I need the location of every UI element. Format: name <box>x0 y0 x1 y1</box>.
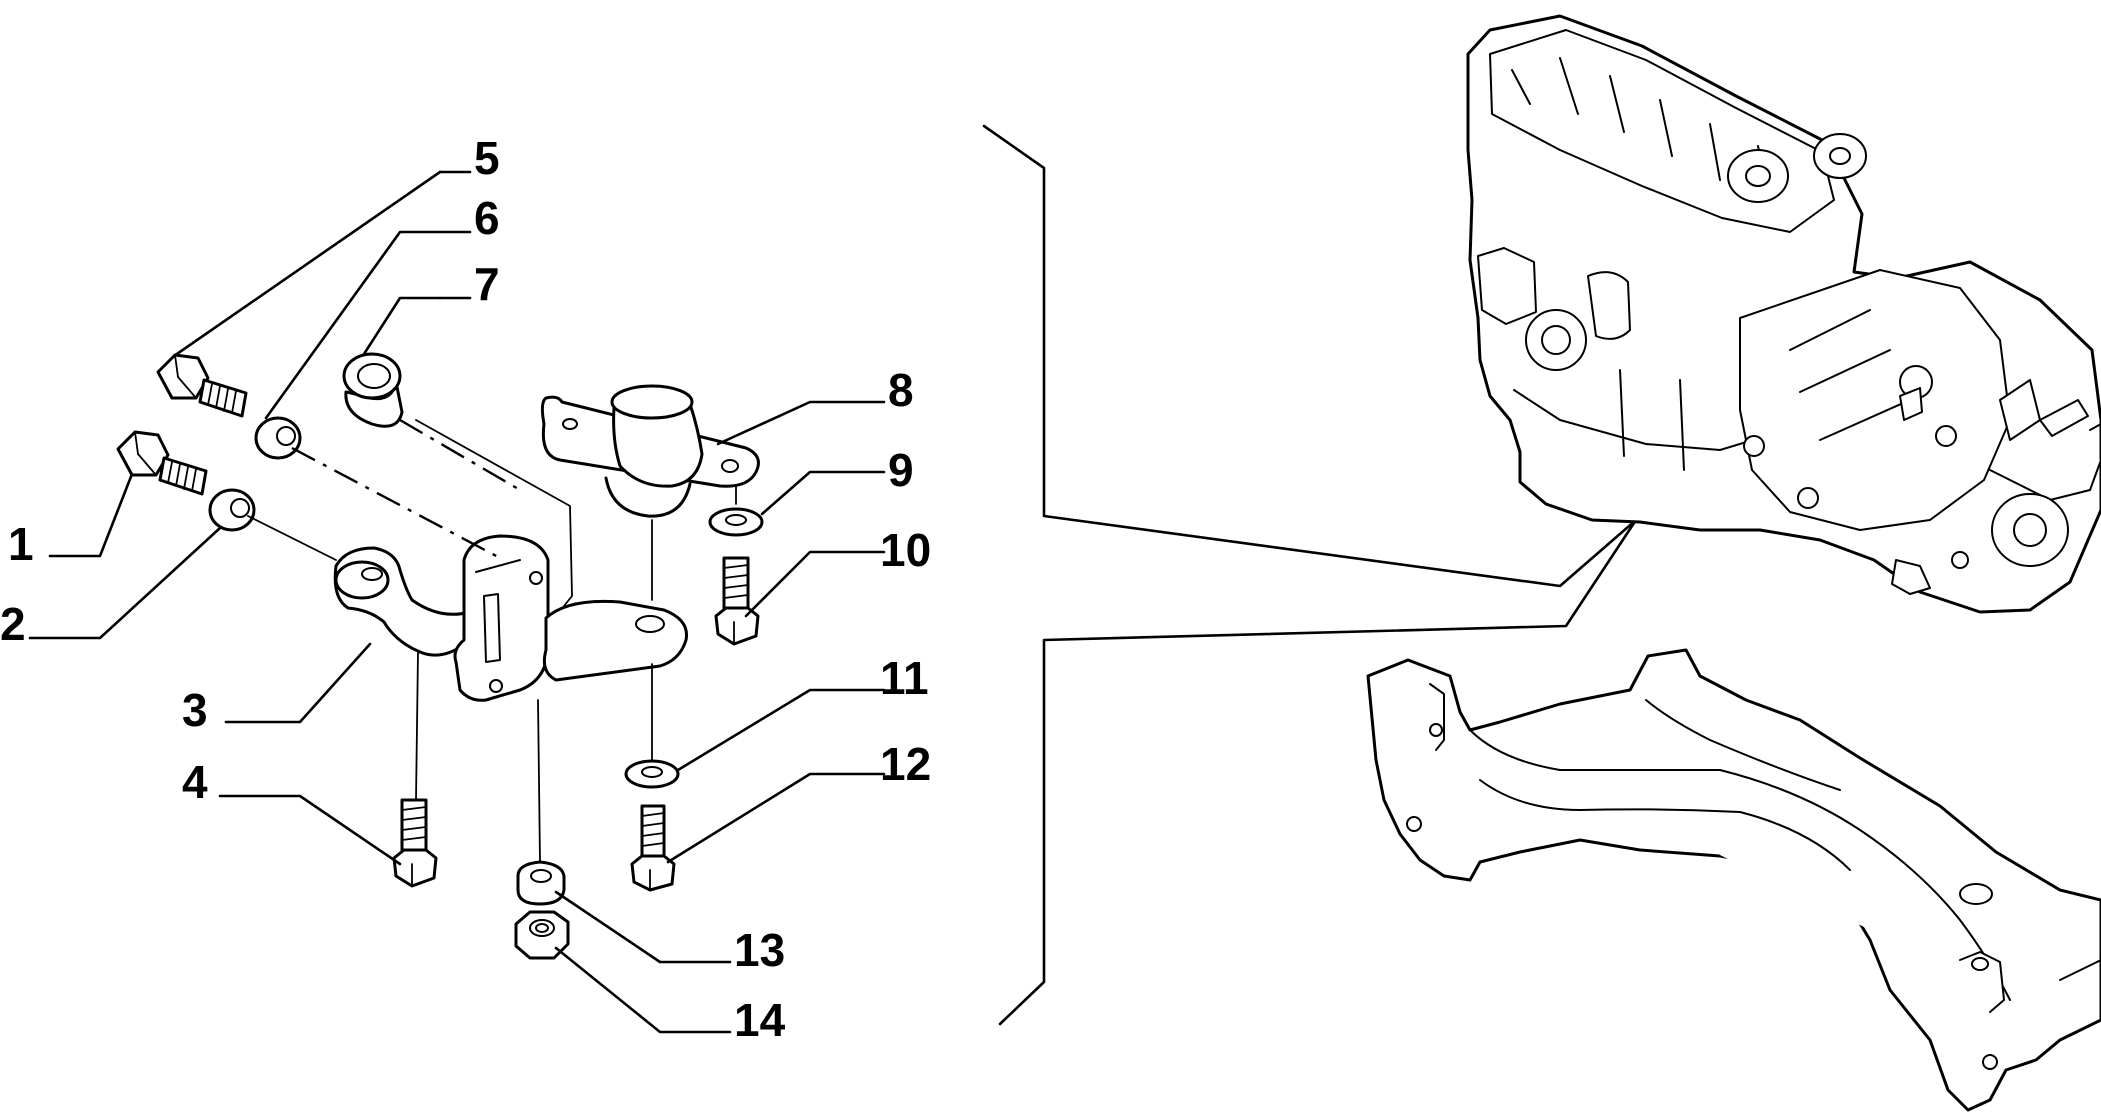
part-14-nut <box>514 910 570 960</box>
callout-label-4: 4 <box>182 756 208 808</box>
callout-label-12: 12 <box>880 738 931 790</box>
part-8-rubber-mount <box>540 384 760 518</box>
callout-label-14: 14 <box>734 994 786 1046</box>
callout-label-9: 9 <box>888 444 914 496</box>
callout-label-5: 5 <box>474 132 500 184</box>
detail-bracket <box>982 124 1638 588</box>
part-5-bolt <box>156 353 248 418</box>
callout-labels: 5 6 7 8 9 10 11 12 1 2 3 4 13 14 <box>0 132 931 1046</box>
engine-overview <box>1466 14 2101 614</box>
callout-leaders <box>28 170 886 1034</box>
callout-label-10: 10 <box>880 524 931 576</box>
axis-part-4 <box>415 651 419 801</box>
part-3-bracket <box>333 534 689 702</box>
callout-label-11: 11 <box>880 652 929 704</box>
callout-label-8: 8 <box>888 364 914 416</box>
part-13-washer <box>516 860 566 906</box>
callout-label-2: 2 <box>0 598 26 650</box>
callout-label-13: 13 <box>734 924 785 976</box>
callout-label-6: 6 <box>474 192 500 244</box>
detail-bracket-lower <box>998 518 1638 1026</box>
axis-part-6 <box>247 515 337 561</box>
centerline-bushing <box>399 418 521 492</box>
callout-label-1: 1 <box>8 518 34 570</box>
subframe-crossmember <box>1366 648 2101 1112</box>
part-6-spacer <box>254 416 302 460</box>
part-12-bolt <box>630 804 676 892</box>
part-7-bushing <box>342 352 404 428</box>
callout-label-3: 3 <box>182 684 208 736</box>
part-4-bolt <box>392 798 438 888</box>
axis-part-7 <box>415 419 573 607</box>
axis-part-13 <box>537 699 541 863</box>
part-10-bolt <box>714 556 760 646</box>
centerline-upper <box>291 446 501 560</box>
part-2-spacer <box>208 488 256 532</box>
callout-label-7: 7 <box>474 258 500 310</box>
part-11-washer <box>624 759 680 789</box>
exploded-parts-group <box>116 352 764 960</box>
part-1-bolt <box>116 430 208 496</box>
part-9-washer <box>708 507 764 537</box>
